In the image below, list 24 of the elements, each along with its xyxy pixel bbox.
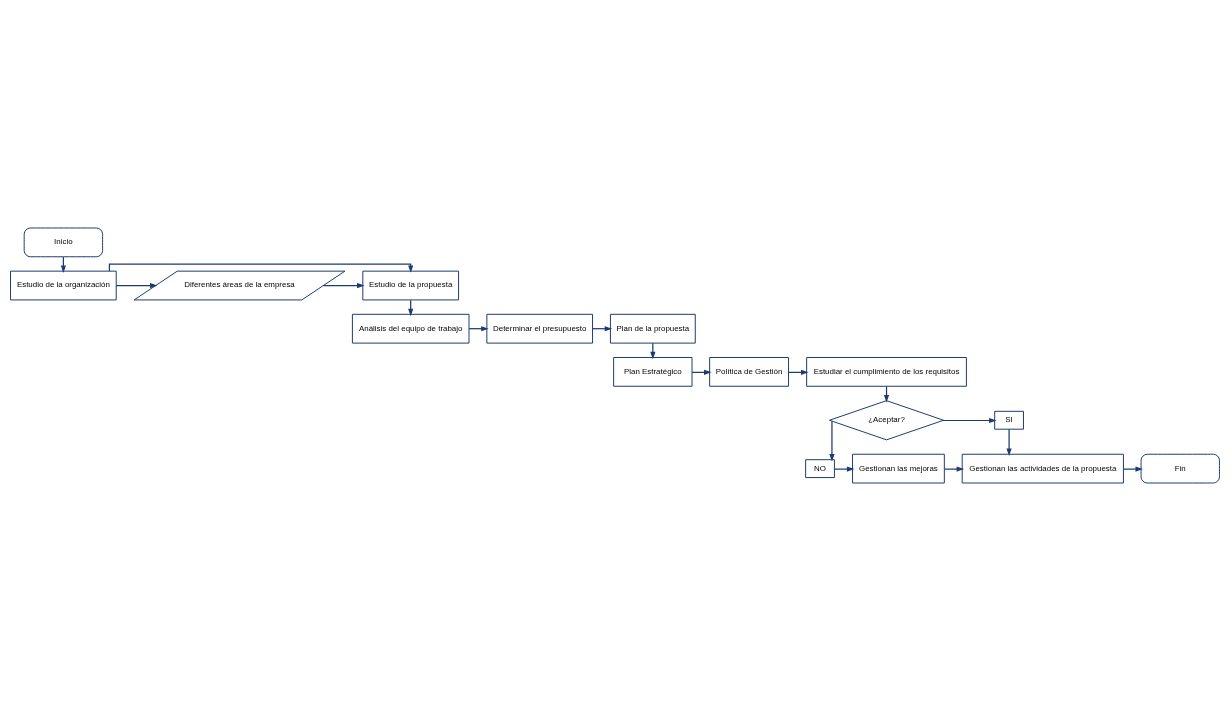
arrow — [834, 466, 855, 472]
node-box: Determinar el presupuesto — [486, 313, 594, 344]
node-box: Plan Estratégico — [613, 357, 693, 387]
arrow — [115, 282, 158, 289]
node-box: Análisis del equipo de trabajo — [351, 313, 470, 344]
arrow — [108, 263, 414, 273]
arrow — [322, 282, 365, 289]
arrow — [1122, 466, 1143, 472]
node-box: Gestionan las mejoras — [852, 453, 945, 484]
node-diamond: ¿Aceptar? — [828, 400, 945, 441]
node-box: NO — [805, 459, 835, 479]
arrow — [1006, 428, 1012, 456]
node-box: Estudio de la organización — [10, 270, 117, 301]
arrow — [943, 466, 965, 472]
node-box: SI — [994, 410, 1024, 430]
node-box: Gestionan las actividades de la propuesta — [961, 453, 1124, 484]
arrow — [942, 417, 997, 424]
node-box: Inicio — [23, 227, 104, 258]
node-box: Fin — [1140, 453, 1220, 484]
node-box: Plan de la propuesta — [609, 313, 696, 344]
arrow — [829, 420, 835, 462]
node-box: Estudiar el cumplimiento de los requisitos — [806, 357, 967, 387]
node-box: Política de Gestión — [709, 357, 790, 387]
node-box: Estudio de la propuesta — [362, 270, 460, 301]
